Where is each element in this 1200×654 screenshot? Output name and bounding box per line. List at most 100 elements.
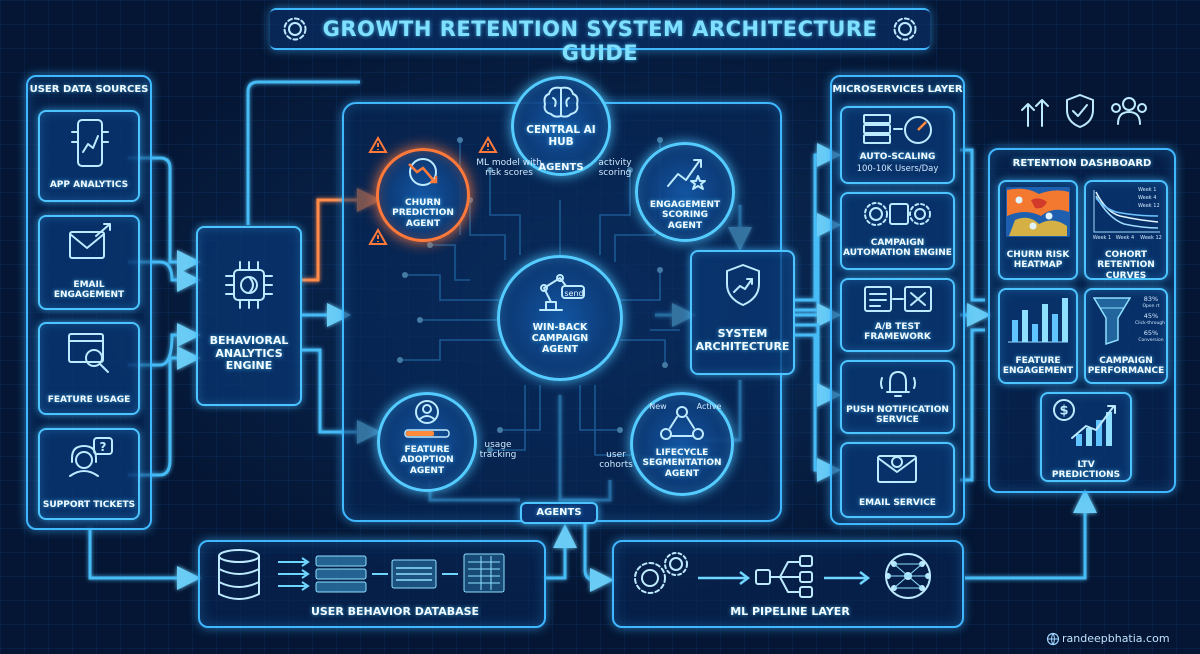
- support-tickets-card[interactable]: [38, 428, 140, 520]
- headset-icon: ?: [69, 437, 113, 477]
- dollar-growth-icon: $: [1053, 399, 1116, 446]
- data-flow-graphic: [278, 553, 505, 593]
- axis-week-1: Week 1: [1092, 235, 1112, 241]
- server-gauge-icon: [863, 114, 932, 144]
- title-banner: [270, 8, 930, 50]
- agents-bottom-label: AGENTS: [536, 507, 582, 518]
- auto-scaling-card[interactable]: [840, 106, 955, 184]
- axis-week-12: Week 12: [1140, 235, 1162, 241]
- funnel-mid-label: Click-through: [1134, 321, 1166, 326]
- email-engagement-label: EMAIL ENGAGEMENT: [53, 280, 125, 301]
- email-service-card[interactable]: [840, 442, 955, 518]
- funnel-bot-label: Conversion: [1138, 338, 1164, 343]
- email-at-icon: [877, 455, 917, 483]
- brain-icon: [543, 86, 579, 118]
- declining-chart-icon: [408, 158, 438, 186]
- gear-icon: [893, 17, 917, 41]
- page-title: GROWTH RETENTION SYSTEM ARCHITECTURE GUI…: [322, 17, 878, 66]
- cohort-curves-graphic: [1093, 190, 1160, 233]
- cohort-retention-label: COHORT RETENTION CURVES: [1097, 250, 1155, 281]
- funnel-bot-value: 65%: [1143, 329, 1159, 337]
- churn-risk-heatmap-label: CHURN RISK HEATMAP: [1006, 250, 1070, 271]
- gear-icon: [283, 17, 307, 41]
- shield-check-icon: [1066, 94, 1094, 128]
- globe-icon: [1046, 632, 1060, 646]
- ml-pipeline-graphic: [634, 552, 931, 599]
- ab-test-label: A/B TEST FRAMEWORK: [864, 322, 931, 343]
- activity-scoring-note: activity scoring: [598, 158, 632, 179]
- agents-bottom-tag[interactable]: [520, 502, 598, 524]
- warning-icon: [368, 135, 388, 153]
- push-notification-label: PUSH NOTIFICATION SERVICE: [846, 405, 949, 426]
- bell-icon: [880, 371, 916, 397]
- user-behavior-database-label: USER BEHAVIOR DATABASE: [310, 605, 480, 618]
- funnel-graphic: [1092, 297, 1132, 346]
- phone-chart-icon: [71, 119, 109, 167]
- legend-week-4: Week 4: [1138, 195, 1157, 201]
- svg-text:$: $: [1059, 404, 1068, 419]
- lifecycle-new-label: New: [649, 402, 667, 411]
- auto-scaling-label: AUTO-SCALING: [859, 152, 936, 162]
- behavioral-analytics-engine-card[interactable]: [196, 226, 302, 406]
- behavioral-analytics-engine-label: BEHAVIORAL ANALYTICS ENGINE: [209, 334, 289, 373]
- user-cycle-icon: [660, 406, 704, 440]
- funnel-top-label: Open rt: [1142, 304, 1160, 309]
- auto-scaling-sub-label: 100-10K Users/Day: [856, 164, 939, 174]
- churn-prediction-agent-circle[interactable]: [376, 148, 470, 242]
- robot-arm-icon: [539, 274, 585, 311]
- ml-pipeline-label: ML PIPELINE LAYER: [730, 605, 850, 618]
- user-progress-icon: [404, 400, 450, 438]
- axis-week-4: Week 4: [1115, 235, 1135, 241]
- arrows-up-icon: [1021, 99, 1049, 127]
- ab-test-icon: [864, 286, 932, 312]
- heatmap-graphic: [1006, 187, 1070, 237]
- shield-chart-icon: [726, 264, 760, 306]
- gears-icon: [864, 202, 931, 226]
- support-tickets-label: SUPPORT TICKETS: [42, 500, 136, 510]
- lifecycle-segmentation-agent-circle[interactable]: [630, 392, 734, 496]
- microservices-heading: MICROSERVICES LAYER: [832, 84, 963, 95]
- engagement-scoring-agent-label: ENGAGEMENT SCORING AGENT: [649, 200, 721, 231]
- legend-week-1: Week 1: [1138, 187, 1157, 193]
- funnel-mid-value: 45%: [1143, 312, 1159, 320]
- feature-usage-label: FEATURE USAGE: [47, 395, 131, 405]
- bar-chart-graphic: [1008, 298, 1068, 343]
- warning-icon: [368, 227, 388, 245]
- feature-adoption-agent-label: FEATURE ADOPTION AGENT: [400, 445, 454, 476]
- feature-adoption-agent-circle[interactable]: [377, 392, 477, 492]
- svg-text:?: ?: [100, 440, 107, 454]
- win-back-campaign-agent-label: WIN-BACK CAMPAIGN AGENT: [531, 322, 589, 355]
- agents-top-label: AGENTS: [538, 162, 584, 173]
- ab-test-card[interactable]: [840, 278, 955, 352]
- central-ai-hub-label: CENTRAL AI HUB: [526, 124, 596, 149]
- watermark-text[interactable]: randeepbhatia.com: [1062, 632, 1170, 645]
- retention-dashboard-heading: RETENTION DASHBOARD: [1012, 158, 1152, 169]
- email-service-label: EMAIL SERVICE: [859, 498, 936, 508]
- lifecycle-active-label: Active: [696, 402, 722, 411]
- envelope-icon: [69, 223, 111, 259]
- lifecycle-segmentation-agent-label: LIFECYCLE SEGMENTATION AGENT: [642, 448, 722, 479]
- magnifier-icon: [68, 333, 109, 373]
- database-icon: [218, 549, 260, 600]
- email-engagement-card[interactable]: [38, 215, 140, 310]
- system-architecture-card[interactable]: [690, 250, 795, 375]
- app-analytics-card[interactable]: [38, 110, 140, 202]
- engagement-scoring-agent-circle[interactable]: [635, 142, 735, 242]
- feature-usage-card[interactable]: [38, 322, 140, 415]
- system-architecture-label: SYSTEM ARCHITECTURE: [695, 327, 790, 353]
- ml-model-note: ML model with risk scores: [476, 158, 542, 179]
- feature-engagement-label: FEATURE ENGAGEMENT: [1002, 356, 1074, 377]
- churn-prediction-agent-label: CHURN PREDICTION AGENT: [392, 198, 454, 229]
- user-data-sources-heading: USER DATA SOURCES: [29, 84, 149, 95]
- ltv-predictions-label: LTV PREDICTIONS: [1051, 460, 1121, 481]
- campaign-performance-label: CAMPAIGN PERFORMANCE: [1087, 356, 1165, 377]
- warning-icon: [478, 135, 498, 153]
- app-analytics-label: APP ANALYTICS: [49, 180, 129, 190]
- brain-chip-icon: [225, 261, 273, 309]
- legend-week-12: Week 12: [1138, 203, 1160, 209]
- funnel-top-value: 83%: [1143, 295, 1159, 303]
- users-icon: [1111, 97, 1147, 125]
- campaign-automation-label: CAMPAIGN AUTOMATION ENGINE: [843, 238, 952, 259]
- usage-tracking-note: usage tracking: [479, 440, 517, 461]
- send-label: send: [564, 289, 584, 298]
